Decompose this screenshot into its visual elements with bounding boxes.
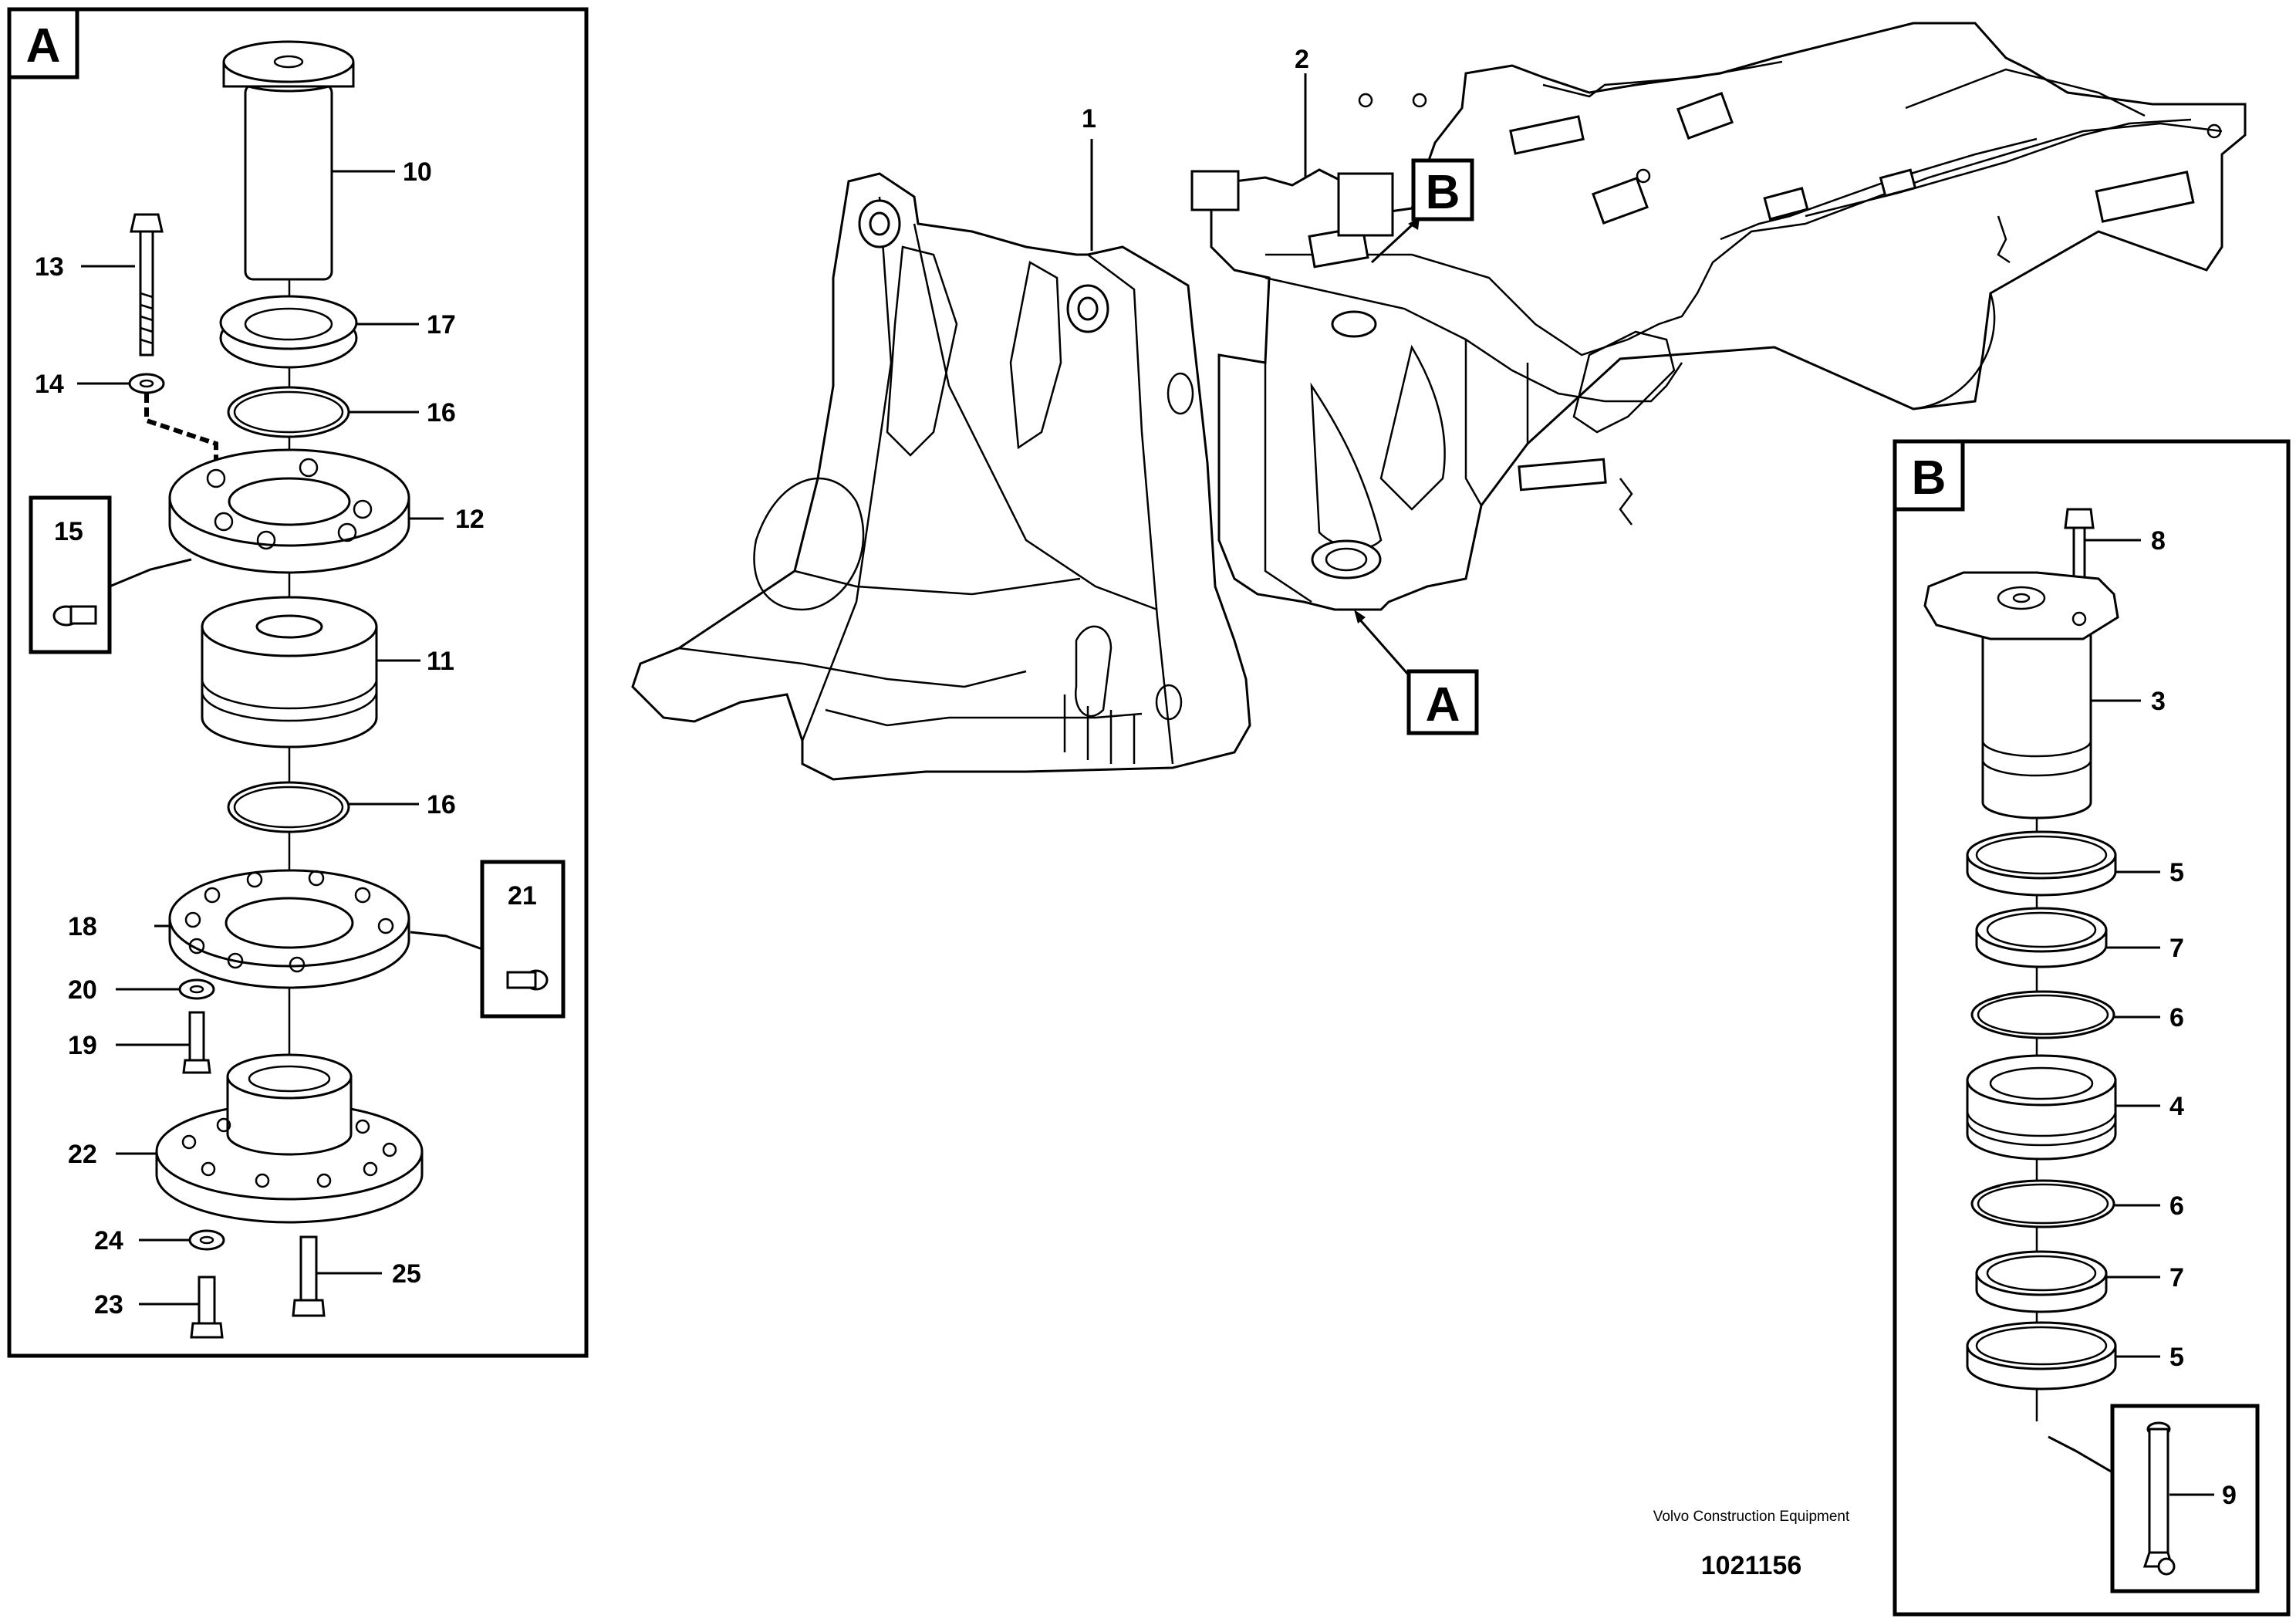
callout-21: 21 xyxy=(508,881,537,911)
o-ring-part-16-upper xyxy=(227,386,350,438)
manufacturer-note: Volvo Construction Equipment xyxy=(1653,1509,1850,1525)
callout-9: 9 xyxy=(2222,1481,2237,1510)
inset-part-15 xyxy=(29,495,192,654)
callout-2: 2 xyxy=(1295,45,1309,74)
bolt-icon-part-21 xyxy=(506,969,549,991)
view-marker-a-label: A xyxy=(1426,678,1460,732)
callout-20: 20 xyxy=(68,975,97,1005)
o-ring-part-16-lower xyxy=(227,781,350,833)
bolt-icon-part-15 xyxy=(52,605,97,627)
callout-12: 12 xyxy=(455,505,485,534)
washer-part-24 xyxy=(188,1229,225,1251)
callout-6-upper: 6 xyxy=(2169,1003,2184,1032)
view-marker-b-label: B xyxy=(1426,166,1460,219)
panel-b-badge-label: B xyxy=(1912,451,1947,505)
panel-b: B xyxy=(1893,439,2291,1617)
callout-19: 19 xyxy=(68,1031,97,1060)
callout-17: 17 xyxy=(427,310,456,340)
drawing-number: 1021156 xyxy=(1700,1551,1802,1580)
view-marker-a: A xyxy=(1354,610,1479,735)
bearing-part-11 xyxy=(201,596,378,748)
callout-7-lower: 7 xyxy=(2169,1263,2184,1293)
bolt-part-8 xyxy=(2064,508,2095,585)
callout-25: 25 xyxy=(392,1259,421,1289)
bolt-part-13 xyxy=(130,213,164,357)
callout-24: 24 xyxy=(94,1226,123,1255)
callout-23: 23 xyxy=(94,1290,123,1320)
hub-part-22 xyxy=(155,1053,424,1224)
washer-part-14 xyxy=(128,373,165,394)
callout-16-upper: 16 xyxy=(427,398,456,427)
bolt-part-25 xyxy=(292,1235,326,1317)
panel-a: A xyxy=(7,7,589,1358)
callout-1: 1 xyxy=(1082,104,1096,133)
callout-11: 11 xyxy=(427,647,454,676)
panel-b-frame xyxy=(1893,439,2291,1617)
washer-part-20 xyxy=(178,978,215,1000)
panel-a-badge xyxy=(7,7,79,79)
inset-part-21 xyxy=(410,860,566,1019)
callout-16-lower: 16 xyxy=(427,790,456,819)
callout-15: 15 xyxy=(54,517,83,546)
callout-10: 10 xyxy=(403,157,432,187)
flange-plate-part-18 xyxy=(168,869,410,989)
panel-a-badge-label: A xyxy=(26,19,61,73)
callout-6-lower: 6 xyxy=(2169,1191,2184,1221)
callout-22: 22 xyxy=(68,1140,97,1169)
snap-ring-part-6-upper xyxy=(1970,990,2115,1039)
bearing-part-4 xyxy=(1966,1054,2117,1161)
bolt-part-19 xyxy=(182,1011,211,1074)
callout-14: 14 xyxy=(35,370,64,399)
pin-part-3 xyxy=(1923,571,2119,819)
ring-part-5-lower xyxy=(1966,1321,2117,1391)
leader-lines-panel-b xyxy=(2085,539,2214,1496)
bushing-part-17 xyxy=(219,295,358,369)
panel-a-frame xyxy=(7,7,589,1358)
callout-7-upper: 7 xyxy=(2169,934,2184,963)
callout-3: 3 xyxy=(2151,687,2166,716)
callout-5-lower: 5 xyxy=(2169,1343,2184,1372)
callout-18: 18 xyxy=(68,912,97,941)
panel-b-badge xyxy=(1893,439,1965,512)
pin-part-10 xyxy=(222,40,355,281)
bolt-part-23 xyxy=(190,1276,224,1339)
inset-part-9 xyxy=(2048,1404,2260,1593)
callout-8: 8 xyxy=(2151,526,2166,556)
grease-nipple-icon-part-9 xyxy=(2142,1421,2176,1576)
front-frame-part-1 xyxy=(631,172,1251,781)
ring-part-7-lower xyxy=(1975,1250,2108,1313)
ring-part-5-upper xyxy=(1966,830,2117,897)
callout-13: 13 xyxy=(35,252,64,282)
ring-part-7-upper xyxy=(1975,907,2108,968)
callout-4: 4 xyxy=(2169,1092,2184,1121)
flange-plate-part-12 xyxy=(168,448,410,574)
callout-5-upper: 5 xyxy=(2169,858,2184,887)
dashed-fit-line xyxy=(144,394,218,463)
view-marker-b: B xyxy=(1370,158,1474,264)
leader-lines-panel-a xyxy=(77,170,444,1306)
snap-ring-part-6-lower xyxy=(1970,1179,2115,1228)
